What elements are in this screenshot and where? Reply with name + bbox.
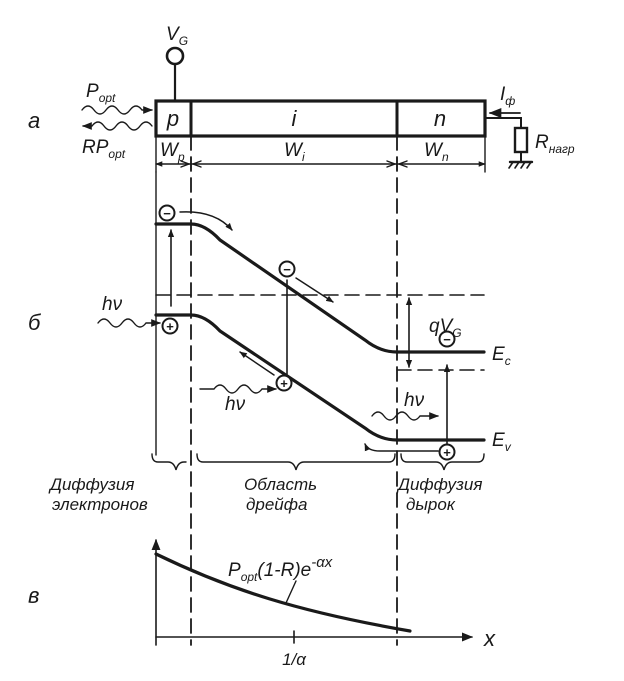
hole-i <box>275 374 293 392</box>
svg-text:+: + <box>280 376 288 391</box>
svg-text:+: + <box>166 319 174 334</box>
labels: а б в VG Popt RPopt p i n Wp Wi Wn Iф Rн… <box>28 24 575 669</box>
panel-label-b: б <box>28 310 42 335</box>
panel-label-v: в <box>28 583 39 608</box>
ground-symbol <box>508 160 534 169</box>
conduction-band <box>154 222 486 354</box>
i-photon-wave <box>199 384 277 394</box>
p-photon-wave <box>97 318 161 328</box>
width-n-label: Wn <box>424 140 449 164</box>
device-structure <box>81 46 534 173</box>
electron-diffusion-arrow <box>179 211 233 231</box>
absorption-plot <box>151 538 474 646</box>
caption-drift-2: дрейфа <box>246 495 307 514</box>
absorption-label: Popt(1-R)e-αx <box>228 554 333 584</box>
band-diagram <box>97 211 486 452</box>
carrier-signs: − + − + − + <box>163 206 451 460</box>
caption-diffusion-electrons-1: Диффузия <box>48 475 134 494</box>
valence-band <box>154 313 486 442</box>
input-light-label: Popt <box>86 81 116 105</box>
valence-band-label: Ev <box>492 430 512 454</box>
x-axis-label: x <box>483 626 496 651</box>
electron-drift-arrow <box>295 277 334 303</box>
load-wire <box>484 117 522 129</box>
caption-diffusion-holes-1: Диффузия <box>396 475 482 494</box>
reflected-light-wave <box>82 121 153 131</box>
electron-p <box>158 204 176 222</box>
svg-text:−: − <box>443 332 451 347</box>
load-resistor <box>513 126 529 154</box>
hole-drift-arrow <box>239 351 275 376</box>
electron-i <box>278 260 296 278</box>
svg-text:+: + <box>443 445 451 460</box>
region-p-label: p <box>166 106 179 131</box>
tick-label-1-over-alpha: 1/α <box>282 650 307 669</box>
electron-n <box>438 330 456 348</box>
width-p-label: Wp <box>160 140 185 164</box>
width-i-label: Wi <box>284 140 305 164</box>
region-i-label: i <box>292 106 298 131</box>
conduction-band-label: Ec <box>492 344 511 368</box>
photon-label-i: hν <box>225 394 246 415</box>
photon-label-n: hν <box>404 390 425 411</box>
region-n-label: n <box>434 106 446 131</box>
hole-diffusion-arrow <box>364 443 439 452</box>
hole-n <box>438 443 456 461</box>
region-braces <box>151 453 485 471</box>
hole-p <box>161 317 179 335</box>
svg-text:−: − <box>163 206 171 221</box>
gate-label: VG <box>166 24 188 48</box>
caption-drift-1: Область <box>244 475 317 494</box>
absorption-curve <box>154 552 412 633</box>
reflected-light-label: RPopt <box>82 137 126 161</box>
load-resistor-label: Rнагр <box>535 132 575 156</box>
panel-label-a: а <box>28 108 40 133</box>
n-photon-wave <box>371 411 439 421</box>
gate-terminal <box>165 46 185 66</box>
caption-diffusion-electrons-2: электронов <box>52 495 148 514</box>
caption-diffusion-holes-2: дырок <box>406 495 456 514</box>
incident-light-wave <box>81 105 153 115</box>
bias-label: qVG <box>429 316 462 340</box>
curve-label-leader <box>285 580 297 604</box>
svg-text:−: − <box>283 262 291 277</box>
photon-label-p: hν <box>102 294 123 315</box>
photocurrent-label: Iф <box>500 84 515 108</box>
